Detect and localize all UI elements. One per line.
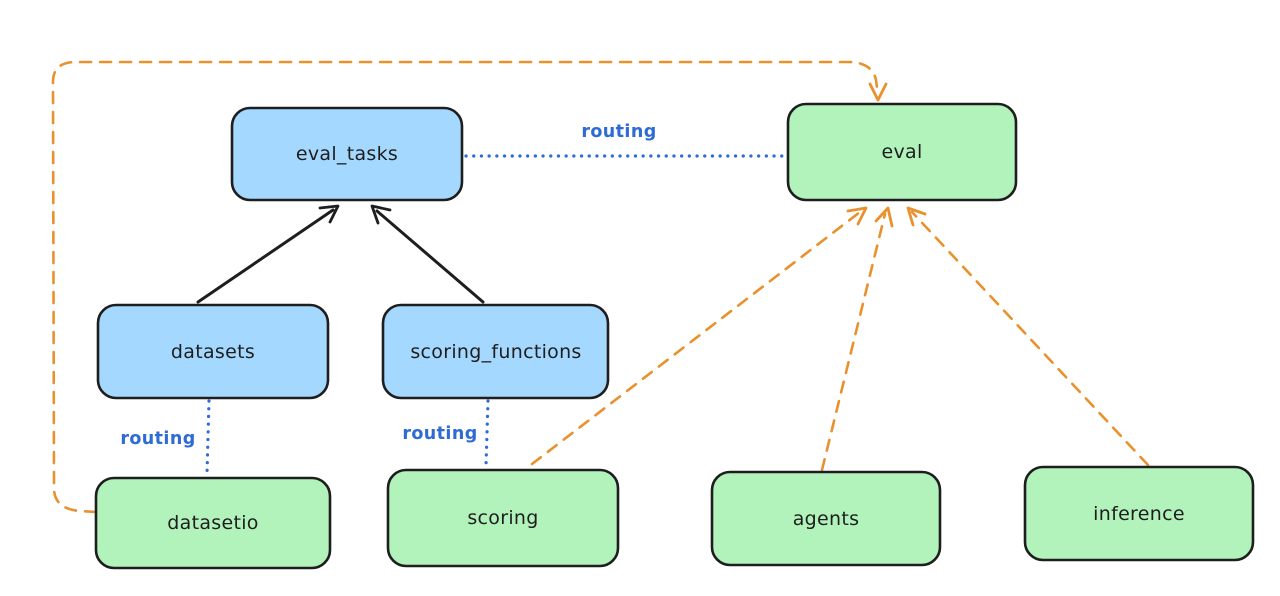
edge-routing-datasets-to-datasetio — [205, 399, 211, 476]
node-label: datasetio — [167, 512, 258, 534]
edge-scoring-functions-to-eval-tasks — [370, 204, 485, 304]
edge-routing-scoring-functions-to-scoring — [484, 399, 490, 468]
node-eval-tasks: eval_tasks — [230, 106, 464, 202]
edge-line — [820, 212, 887, 472]
node-inference: inference — [1023, 465, 1255, 562]
node-label: inference — [1093, 503, 1185, 525]
edge-arrowhead — [846, 206, 868, 226]
edge-datasets-to-eval-tasks — [196, 204, 340, 304]
node-label: scoring — [467, 507, 538, 529]
edge-line — [205, 399, 211, 476]
routing-label: routing — [402, 424, 477, 444]
edge-line — [375, 209, 485, 304]
node-eval-box — [786, 102, 1018, 202]
edge-inference-to-eval — [906, 206, 1150, 467]
node-datasets: datasets — [96, 303, 330, 400]
edge-line — [530, 210, 862, 466]
edge-datasetio-to-eval — [51, 60, 888, 514]
edge-arrowhead — [868, 82, 888, 102]
edge-line — [196, 208, 335, 304]
routing-label: routing — [581, 122, 656, 142]
edge-arrowhead — [874, 206, 894, 228]
node-label: scoring_functions — [410, 341, 581, 363]
node-datasetio: datasetio — [94, 476, 332, 570]
edge-line — [484, 399, 490, 468]
node-eval-tasks-box — [230, 106, 464, 202]
node-datasetio-box — [94, 476, 332, 570]
edge-arrowhead — [318, 204, 340, 224]
routing-label: routing — [120, 429, 195, 449]
node-scoring-box — [386, 468, 620, 568]
node-scoring: scoring — [386, 468, 620, 568]
node-datasets-box — [96, 303, 330, 400]
diagram-nodes: eval_tasks eval datasets scoring_functio… — [94, 102, 1255, 570]
edge-arrowhead — [906, 206, 927, 227]
node-scoring-functions-box — [381, 303, 610, 400]
node-inference-box — [1023, 465, 1255, 562]
node-scoring-functions: scoring_functions — [381, 303, 610, 400]
edge-scoring-to-eval — [530, 206, 868, 466]
edge-agents-to-eval — [820, 206, 894, 472]
node-eval: eval — [786, 102, 1018, 202]
node-label: eval_tasks — [296, 143, 398, 165]
node-label: agents — [793, 508, 860, 530]
edge-arrowhead — [370, 204, 392, 225]
node-label: eval — [881, 141, 922, 163]
node-agents: agents — [710, 470, 942, 567]
edge-line — [51, 60, 880, 514]
node-agents-box — [710, 470, 942, 567]
node-label: datasets — [171, 341, 255, 363]
edge-line — [910, 210, 1150, 467]
